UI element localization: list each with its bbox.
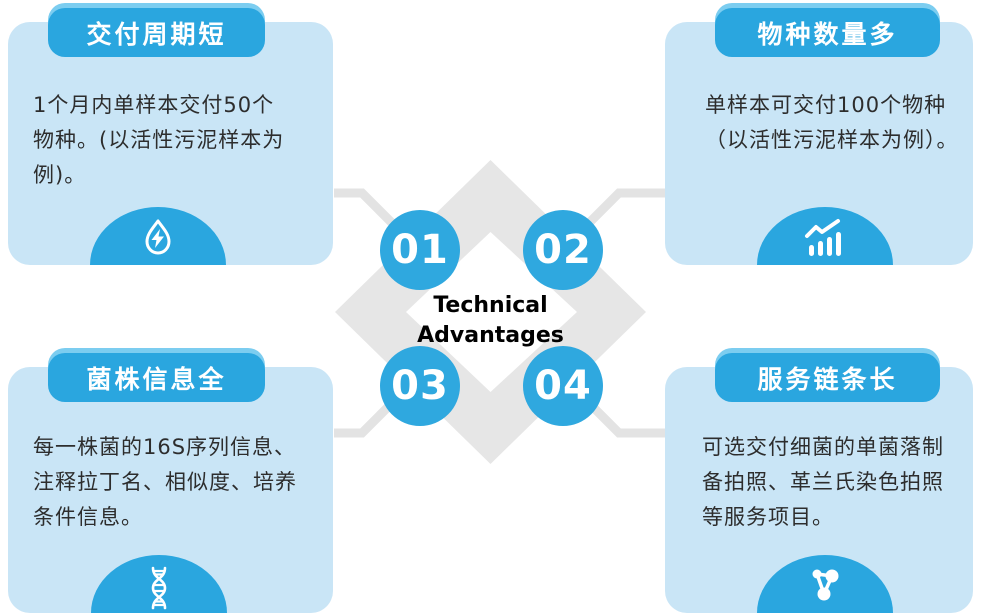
bar-chart-trend-icon — [805, 219, 841, 256]
card-service-chain-text: 可选交付细菌的单菌落制 备拍照、革兰氏染色拍照 等服务项目。 — [702, 430, 944, 535]
number-badge-03: 03 — [380, 346, 460, 426]
text-line: 等服务项目。 — [702, 505, 834, 529]
center-title: Technical Advantages — [390, 291, 591, 351]
text-line: 单样本可交付100个物种 — [705, 93, 947, 117]
text-line: 1个月内单样本交付50个 — [33, 93, 275, 117]
number-badge-01: 01 — [380, 210, 460, 290]
molecule-icon — [812, 569, 839, 601]
water-drop-lightning-icon — [145, 219, 171, 255]
number-label: 03 — [391, 363, 449, 409]
card-title-label: 物种数量多 — [757, 19, 898, 49]
text-line: （以活性污泥样本为例）。 — [705, 128, 959, 152]
card-strain-info-title: 菌株信息全 — [48, 353, 265, 402]
text-line: 物种。(以活性污泥样本为 — [33, 128, 285, 152]
card-title-label: 服务链条长 — [757, 364, 898, 394]
text-line: 备拍照、革兰氏染色拍照 — [702, 470, 944, 494]
center-title-line2: Advantages — [417, 323, 564, 348]
text-line: 例)。 — [33, 163, 87, 187]
dna-helix-icon — [151, 566, 167, 610]
text-line: 条件信息。 — [33, 505, 143, 529]
card-delivery-cycle-title: 交付周期短 — [48, 8, 265, 57]
card-delivery-cycle-text: 1个月内单样本交付50个 物种。(以活性污泥样本为 例)。 — [33, 88, 284, 193]
text-line: 注释拉丁名、相似度、培养 — [33, 470, 297, 494]
card-service-chain-title: 服务链条长 — [715, 353, 940, 402]
card-species-count-title: 物种数量多 — [715, 8, 940, 57]
number-badge-02: 02 — [523, 210, 603, 290]
number-label: 04 — [534, 363, 592, 409]
center-title-line1: Technical — [433, 293, 548, 318]
number-label: 01 — [391, 227, 449, 273]
text-line: 可选交付细菌的单菌落制 — [702, 435, 944, 459]
text-line: 每一株菌的16S序列信息、 — [33, 435, 297, 459]
card-species-count-text: 单样本可交付100个物种 （以活性污泥样本为例）。 — [705, 88, 959, 158]
number-badge-04: 04 — [523, 346, 603, 426]
card-title-label: 菌株信息全 — [86, 364, 227, 394]
number-label: 02 — [534, 227, 592, 273]
card-title-label: 交付周期短 — [86, 19, 227, 49]
card-strain-info-text: 每一株菌的16S序列信息、 注释拉丁名、相似度、培养 条件信息。 — [33, 430, 297, 535]
